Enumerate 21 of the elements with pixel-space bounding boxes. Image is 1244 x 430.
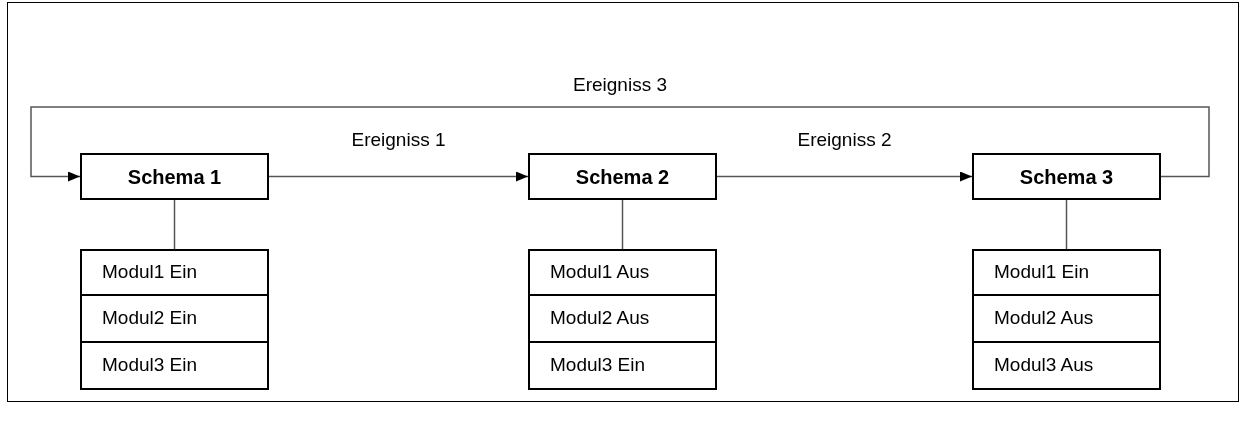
arrow [268,171,529,182]
module-row: Modul3 Ein [80,341,269,390]
connector-line [621,199,624,250]
module-row: Modul2 Ein [80,294,269,343]
connector-line [173,199,176,250]
module-row: Modul1 Ein [972,249,1161,296]
module-row: Modul3 Aus [972,341,1161,390]
schema-box: Schema 3 [972,153,1161,200]
schema-box: Schema 2 [528,153,717,200]
module-row: Modul1 Ein [80,249,269,296]
edge-label: Ereigniss 3 [573,72,667,97]
module-row: Modul3 Ein [528,341,717,390]
edge-label: Ereigniss 2 [797,127,892,152]
module-row: Modul2 Aus [972,294,1161,343]
arrow [30,106,1210,182]
schema-box: Schema 1 [80,153,269,200]
module-row: Modul1 Aus [528,249,717,296]
module-row: Modul2 Aus [528,294,717,343]
arrow [716,171,973,182]
edge-label: Ereigniss 1 [351,127,446,152]
connector-line [1065,199,1068,250]
